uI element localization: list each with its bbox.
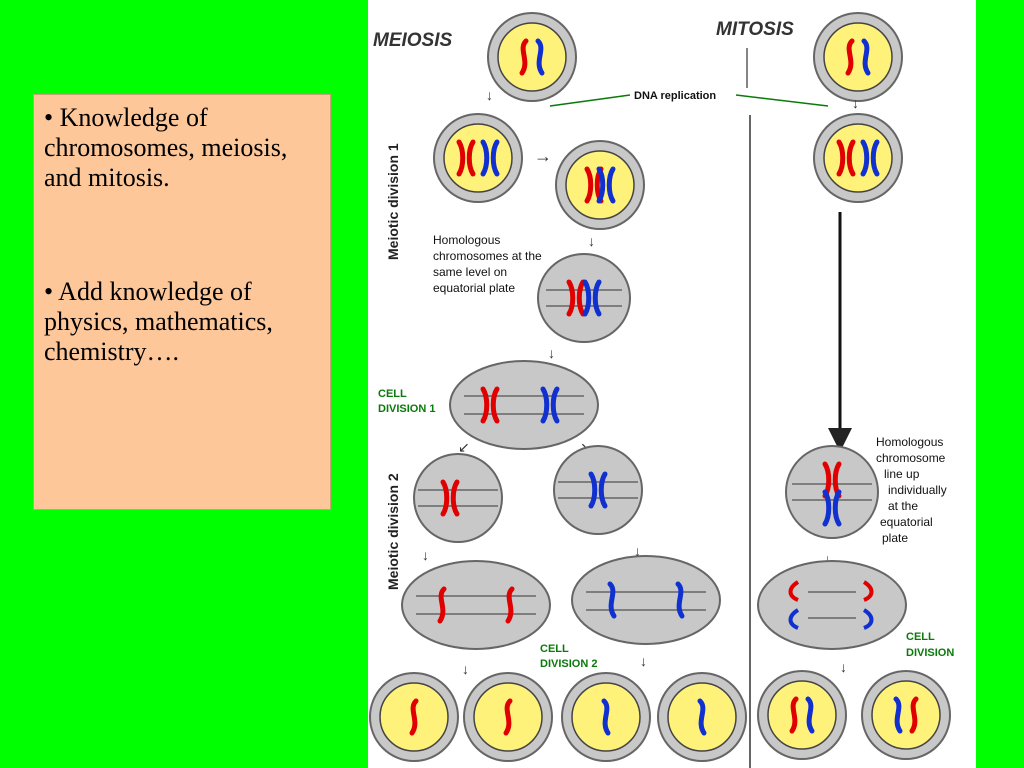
cell-division-2-label: CELL DIVISION 2 — [540, 643, 597, 670]
mitosis-daughter-cell-2 — [861, 670, 951, 760]
text-box: • Knowledge of chromosomes, meiosis, and… — [33, 94, 331, 510]
meiosis-title: MEIOSIS — [373, 30, 453, 51]
meiosis-cell-anaphase-2-right — [571, 555, 721, 645]
meiosis-cell-division-2-left — [413, 453, 503, 543]
mitosis-title: MITOSIS — [716, 19, 794, 40]
meiosis-cell-anaphase-2-left — [401, 560, 551, 650]
meiosis-daughter-cell-1 — [369, 672, 459, 762]
meiosis-cell-anaphase-1 — [449, 360, 599, 450]
cell-division-1-label: CELL DIVISION 1 — [378, 388, 435, 415]
meiosis-cell-paired — [555, 140, 645, 230]
mitosis-cell-initial — [813, 12, 903, 102]
arrow-down-icon: ↓ — [462, 661, 469, 677]
meiotic-division-1-label: Meiotic division 1 — [385, 143, 401, 260]
dna-line-right — [735, 94, 829, 107]
meiosis-daughter-cell-2 — [463, 672, 553, 762]
arrow-right-icon: → — [534, 146, 552, 166]
arrow-down-icon: ↓ — [634, 543, 641, 559]
meiotic-division-2-label: Meiotic division 2 — [385, 473, 401, 590]
meiosis-mitosis-diagram: MEIOSIS MITOSIS DNA replication Meiotic … — [368, 0, 976, 768]
mitosis-cell-replicated — [813, 113, 903, 203]
dna-replication-label: DNA replication — [634, 90, 716, 102]
mitosis-daughter-cell-1 — [757, 670, 847, 760]
meiosis-cell-metaphase-1 — [537, 253, 631, 343]
meiosis-cell-division-2-right — [553, 445, 643, 535]
arrow-down-icon: ↓ — [640, 653, 647, 669]
arrow-down-icon: ↓ — [852, 95, 859, 111]
homologous-equatorial-label: Homologous chromosomes at the same level… — [433, 233, 545, 295]
cell-division-mitosis-label: CELL DIVISION — [906, 631, 954, 659]
arrow-down-icon: ↓ — [548, 345, 555, 361]
arrow-down-icon: ↓ — [486, 87, 493, 103]
meiosis-daughter-cell-3 — [561, 672, 651, 762]
homologous-mitosis-label: Homologous chromosome line up individual… — [876, 435, 950, 545]
meiosis-cell-replicated — [433, 113, 523, 203]
arrow-down-icon: ↓ — [588, 233, 595, 249]
mitosis-cell-anaphase — [757, 560, 907, 650]
bullet-knowledge: • Knowledge of chromosomes, meiosis, and… — [44, 103, 288, 192]
meiosis-cell-initial — [487, 12, 577, 102]
arrow-down-icon: ↓ — [824, 551, 831, 567]
dna-line-left — [549, 94, 631, 107]
mitosis-cell-metaphase — [785, 445, 879, 539]
arrow-down-icon: ↓ — [840, 659, 847, 675]
bullet-add-knowledge: • Add knowledge of physics, mathematics,… — [44, 277, 273, 366]
arrow-down-left-icon: ↙ — [458, 439, 470, 455]
arrow-down-icon: ↓ — [422, 547, 429, 563]
meiosis-daughter-cell-4 — [657, 672, 747, 762]
